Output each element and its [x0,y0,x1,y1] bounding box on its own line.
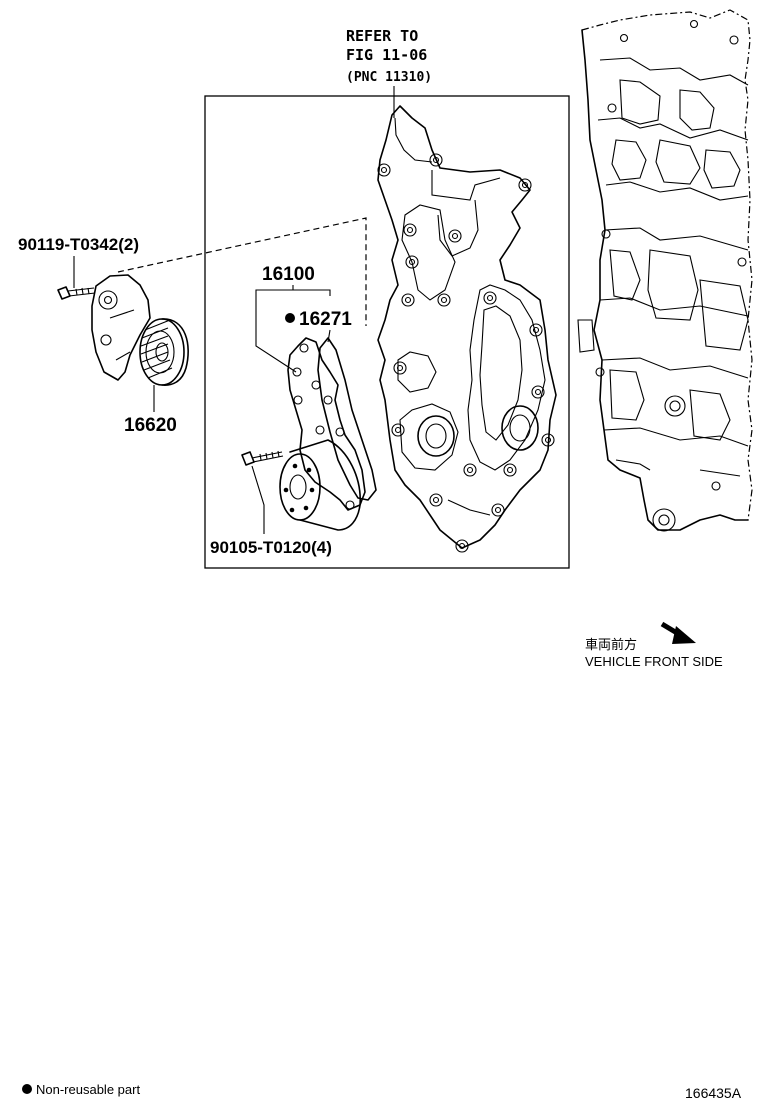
vehicle-front-arrow-icon [660,621,696,644]
timing-chain-cover[interactable] [377,105,557,553]
water-pump-pulley[interactable] [279,439,361,531]
tensioner-bolt[interactable] [57,286,96,300]
legend-non-reusable-text[interactable]: Non-reusable part [36,1082,140,1097]
vehicle-front-en[interactable]: VEHICLE FRONT SIDE [585,654,723,669]
leader-gasket [327,329,331,343]
water-pump-gasket[interactable] [317,337,377,501]
leader-water-pump-bracket [255,289,331,296]
leader-pump-bolt [251,465,265,534]
engine-block[interactable] [577,9,753,532]
water-pump-bolt[interactable] [241,450,284,466]
refer-to-line3[interactable]: (PNC 11310) [346,70,432,85]
vehicle-front-jp[interactable]: 車両前方 [585,637,637,652]
tensioner-mount-dashline [117,217,367,326]
part-label-tensioner[interactable]: 16620 [124,415,177,436]
legend-non-reusable-dot [22,1084,32,1094]
figure-id[interactable]: 166435A [685,1085,742,1101]
refer-to-line2[interactable]: FIG 11-06 [346,46,427,64]
water-pump-plate[interactable] [287,337,366,511]
part-label-tensioner-bolt[interactable]: 90119-T0342(2) [18,235,139,254]
assembly-frame [204,95,570,569]
refer-to-line1[interactable]: REFER TO [346,27,418,45]
belt-tensioner[interactable] [91,274,189,386]
part-label-water-pump[interactable]: 16100 [262,264,315,285]
leader-water-pump [255,296,297,373]
part-label-pump-bolt[interactable]: 90105-T0120(4) [210,538,332,557]
non-reusable-marker [285,313,295,323]
part-label-gasket[interactable]: 16271 [299,309,352,330]
